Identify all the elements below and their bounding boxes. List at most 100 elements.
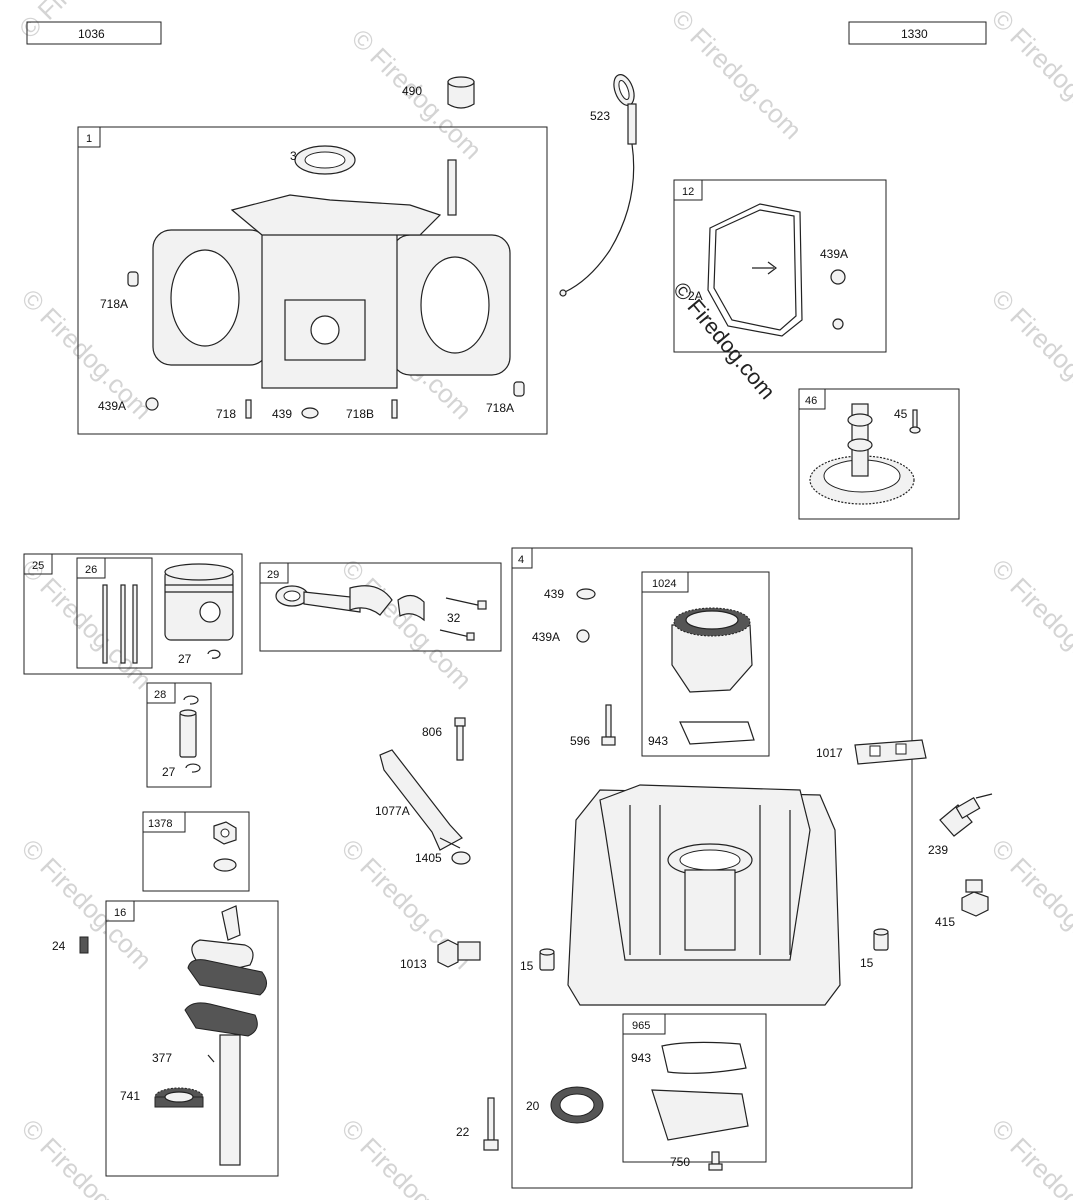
watermark: © Firedog.com xyxy=(986,1113,1073,1200)
label-20: 20 xyxy=(526,1099,540,1113)
label-741: 741 xyxy=(120,1089,140,1103)
box-28-tag xyxy=(146,682,176,704)
label-377: 377 xyxy=(152,1051,172,1065)
part-1405 xyxy=(451,851,471,865)
box-46-number: 46 xyxy=(805,395,817,407)
part-22-bolt xyxy=(483,1097,499,1151)
part-29-connecting-rod xyxy=(275,585,425,622)
part-239-sensor xyxy=(939,793,993,837)
part-25-piston xyxy=(164,563,234,641)
part-4-sump xyxy=(567,784,841,1006)
box-1-number: 1 xyxy=(86,133,92,145)
part-377 xyxy=(207,1054,215,1063)
part-15-right xyxy=(873,928,889,951)
label-943-b: 943 xyxy=(631,1051,651,1065)
box-12-tag xyxy=(673,179,703,201)
box-965 xyxy=(622,1013,767,1163)
part-439a-12 xyxy=(830,269,846,285)
box-26-number: 26 xyxy=(85,564,97,576)
part-26-rings xyxy=(102,584,138,664)
part-806-bolt xyxy=(454,717,466,761)
box-46-tag xyxy=(798,388,826,410)
label-596: 596 xyxy=(570,734,590,748)
box-16 xyxy=(105,900,279,1177)
label-24: 24 xyxy=(52,939,66,953)
box-1378 xyxy=(142,811,250,892)
watermark-prominent: © Firedog.com xyxy=(668,277,780,404)
code-left: 1036 xyxy=(78,27,105,41)
label-943-a: 943 xyxy=(648,734,668,748)
part-12-gasket xyxy=(707,203,803,337)
label-15-right: 15 xyxy=(860,956,874,970)
part-27-clip-b xyxy=(185,763,201,773)
part-490 xyxy=(447,76,475,109)
label-490: 490 xyxy=(402,84,422,98)
watermark: © Firedog.com xyxy=(986,833,1073,975)
box-4-tag xyxy=(511,547,533,569)
label-239: 239 xyxy=(928,843,948,857)
label-439a-box4: 439A xyxy=(532,630,560,644)
label-523: 523 xyxy=(590,109,610,123)
part-1378-nut xyxy=(213,821,237,845)
part-718 xyxy=(245,399,252,419)
part-12-ring xyxy=(832,318,844,330)
label-718b: 718B xyxy=(346,407,374,421)
part-596-bolt xyxy=(601,704,616,746)
part-415-plug xyxy=(961,879,989,917)
watermark: © Firedog.com xyxy=(16,833,158,975)
code-right: 1330 xyxy=(901,27,928,41)
box-25-number: 25 xyxy=(32,560,44,572)
part-1077a-bracket xyxy=(379,749,463,851)
label-439: 439 xyxy=(272,407,292,421)
part-750 xyxy=(708,1151,723,1171)
watermark: © Firedog.com xyxy=(16,283,158,425)
label-718: 718 xyxy=(216,407,236,421)
part-1024-oil-pump xyxy=(671,607,753,693)
part-965-cover xyxy=(651,1089,749,1141)
watermark: © Firedog.com xyxy=(986,283,1073,425)
part-32-bolts xyxy=(439,597,487,641)
box-29 xyxy=(259,562,502,652)
part-439a-left xyxy=(145,397,159,411)
box-46 xyxy=(798,388,960,520)
box-1378-number: 1378 xyxy=(148,818,172,830)
label-1077a: 1077A xyxy=(375,804,410,818)
part-439a-box4 xyxy=(576,629,590,643)
label-806: 806 xyxy=(422,725,442,739)
part-15-left xyxy=(539,948,555,971)
box-25-tag xyxy=(23,553,53,575)
box-28 xyxy=(146,682,212,788)
part-1-cylinder-block xyxy=(152,145,511,389)
part-24 xyxy=(79,936,89,954)
box-1 xyxy=(77,126,548,435)
box-12-number: 12 xyxy=(682,186,694,198)
box-26 xyxy=(76,557,153,669)
part-523-dipstick xyxy=(559,74,637,297)
watermark: © Firedog.com xyxy=(666,3,808,145)
part-1378-washer xyxy=(213,858,237,872)
label-32: 32 xyxy=(447,611,461,625)
label-27-b: 27 xyxy=(162,765,176,779)
watermark: © Firedog.com xyxy=(986,3,1073,145)
part-943-gasket-a xyxy=(679,721,755,745)
box-1024-number: 1024 xyxy=(652,578,676,590)
box-965-number: 965 xyxy=(632,1020,650,1032)
part-718b xyxy=(391,399,398,419)
label-1405: 1405 xyxy=(415,851,442,865)
box-29-tag xyxy=(259,562,289,584)
label-439a-left: 439A xyxy=(98,399,126,413)
box-4 xyxy=(511,547,913,1189)
part-718a-left xyxy=(127,271,139,287)
box-12 xyxy=(673,179,887,353)
part-1017 xyxy=(854,739,927,765)
part-439 xyxy=(301,407,319,419)
box-1024 xyxy=(641,571,770,757)
part-943-gasket-b xyxy=(661,1041,747,1074)
part-46-camshaft-gear xyxy=(809,403,915,505)
label-22: 22 xyxy=(456,1125,470,1139)
part-16-crankshaft xyxy=(184,905,267,1166)
label-15-left: 15 xyxy=(520,959,534,973)
box-965-tag xyxy=(622,1013,666,1035)
box-1378-tag xyxy=(142,811,186,833)
